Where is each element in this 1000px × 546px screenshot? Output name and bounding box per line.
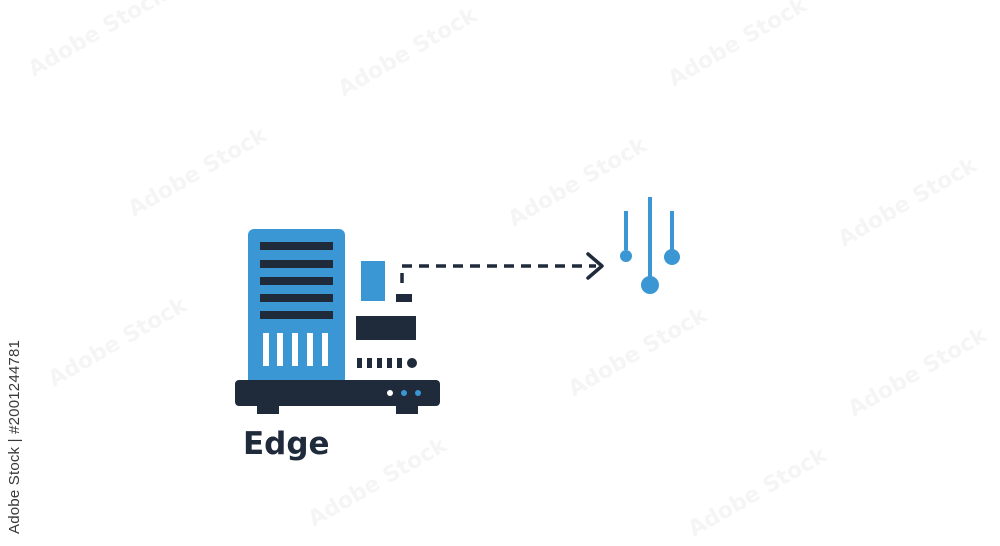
server-foot — [257, 404, 279, 414]
server-base — [235, 380, 440, 406]
server-vent — [307, 333, 313, 366]
device-tick — [387, 358, 392, 368]
probe-tip — [641, 276, 659, 294]
device-panel — [356, 316, 416, 340]
device-tick — [357, 358, 362, 368]
server-slot — [260, 277, 333, 285]
base-indicator — [387, 390, 393, 396]
stock-id-watermark: Adobe Stock | #2001244781 — [6, 339, 23, 534]
server-foot — [396, 404, 418, 414]
server-vent — [263, 333, 269, 366]
server-slot — [260, 260, 333, 268]
device-module — [361, 261, 385, 301]
device-led — [396, 294, 412, 302]
server-vent — [292, 333, 298, 366]
probe-tip — [620, 250, 632, 262]
dashed-arrow — [400, 252, 604, 283]
edge-server-icon — [235, 229, 440, 414]
server-slot — [260, 311, 333, 319]
server-slot — [260, 294, 333, 302]
base-indicator — [401, 390, 407, 396]
device-tick — [377, 358, 382, 368]
device-tick — [397, 358, 402, 368]
server-vent — [277, 333, 283, 366]
node-label-edge: Edge — [243, 426, 330, 462]
server-slot — [260, 242, 333, 250]
device-dot — [407, 358, 417, 368]
base-indicator — [415, 390, 421, 396]
arrow-head — [586, 252, 604, 280]
probe-tip — [664, 249, 680, 265]
connector-line — [400, 264, 596, 283]
device-tick — [367, 358, 372, 368]
sensor-probes-icon — [620, 197, 680, 294]
server-vent — [322, 333, 328, 366]
